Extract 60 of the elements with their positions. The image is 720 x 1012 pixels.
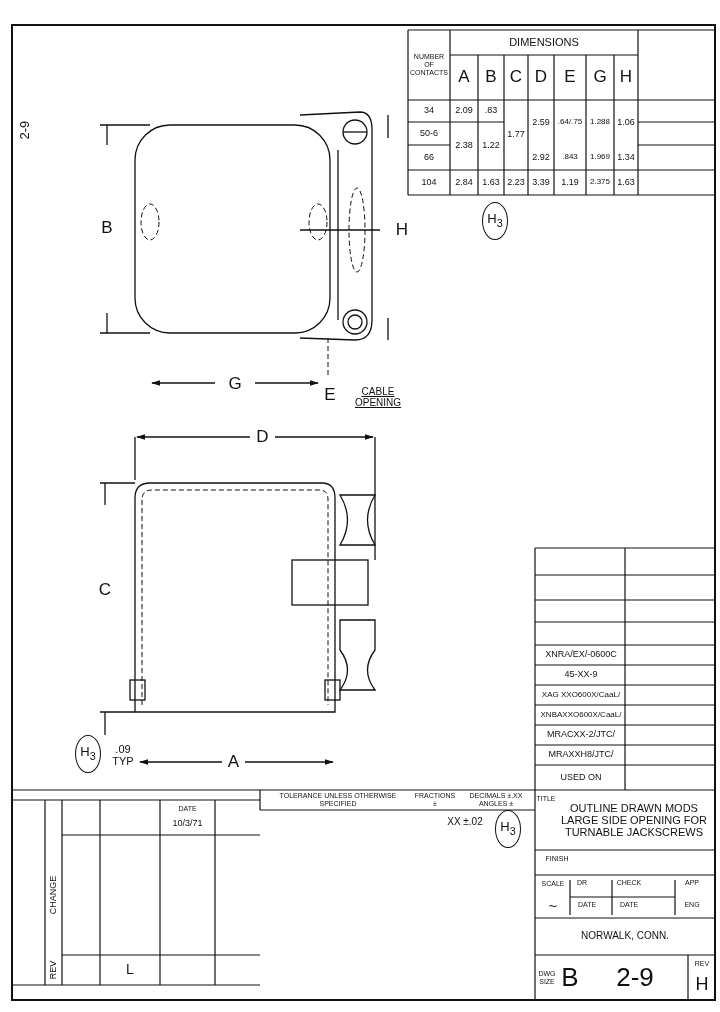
table-value: 1.63 <box>482 177 500 188</box>
dimension-letter: G <box>228 374 242 394</box>
sheet-number: 2-9 <box>17 120 33 140</box>
part-number: MRACXX-2/JTC/ <box>547 730 615 740</box>
drawing-title: OUTLINE DRAWN MODS LARGE SIDE OPENING FOR TURNABLE JACKSCREWS <box>559 801 709 839</box>
table-value: 2.59 <box>532 117 550 128</box>
table-value: 2.09 <box>455 106 473 116</box>
row-label: 66 <box>424 152 434 163</box>
table-value: 2.375 <box>590 178 610 187</box>
dimension-note: CABLE OPENING <box>353 386 403 408</box>
column-letter: C <box>509 68 523 87</box>
table-value: 3.39 <box>532 177 550 188</box>
table-header: CHANGE <box>49 875 59 915</box>
table-value: 1.77 <box>507 130 525 140</box>
table-header: DIMENSIONS <box>509 36 579 49</box>
table-header: USED ON <box>560 772 602 783</box>
drawing-number: 2-9 <box>616 962 654 992</box>
table-value: 2.84 <box>455 177 473 188</box>
table-value: 1.34 <box>617 152 635 163</box>
table-value: 2.38 <box>455 141 473 151</box>
column-letter: G <box>593 68 607 87</box>
table-value: 1.19 <box>561 177 579 188</box>
table-value: .64/.75 <box>557 118 583 127</box>
dimension-letter: D <box>256 427 269 447</box>
row-label: 104 <box>421 177 437 188</box>
date-text: 10/3/71 <box>172 819 203 829</box>
revision-letter: L <box>126 962 134 978</box>
scale-value: ~ <box>548 897 558 915</box>
part-number: XAG XXO600X/CaaL/ <box>541 690 621 700</box>
dimension-letter: C <box>98 580 112 600</box>
location-text: NORWALK, CONN. <box>581 929 669 941</box>
part-number: XNRA/EX/-0600C <box>545 650 617 660</box>
table-value: 1.288 <box>590 118 610 127</box>
column-letter: E <box>564 68 576 87</box>
column-letter: A <box>458 68 470 87</box>
column-letter: D <box>534 68 548 87</box>
dimension-note: .09 TYP <box>111 742 135 768</box>
table-value: 1.63 <box>617 177 635 188</box>
column-letter: B <box>485 68 497 87</box>
dimension-letter: H <box>395 220 409 240</box>
row-label: 34 <box>424 106 434 116</box>
column-letter: H <box>619 68 633 87</box>
table-header: REV <box>49 960 59 980</box>
part-number: XNBAXXO600X/CaaL/ <box>540 710 622 720</box>
dimension-letter: A <box>227 752 240 772</box>
table-value: .843 <box>562 153 578 162</box>
table-value: 2.23 <box>507 177 525 188</box>
tolerance-note: XX ±.02 <box>447 815 483 827</box>
revision-letter: H <box>695 975 709 995</box>
table-value: 1.06 <box>617 117 635 128</box>
dimension-letter: B <box>101 218 113 238</box>
part-number: 45-XX-9 <box>564 670 598 680</box>
part-number: MRAXXH8/JTC/ <box>548 750 614 760</box>
table-value: 1.969 <box>590 153 610 162</box>
table-value: .83 <box>484 106 498 116</box>
table-value: 2.92 <box>532 152 550 163</box>
drawing-size: B <box>561 962 579 992</box>
table-value: 1.22 <box>482 141 500 151</box>
dimension-letter: E <box>324 385 336 405</box>
row-label: 50-6 <box>420 128 438 139</box>
